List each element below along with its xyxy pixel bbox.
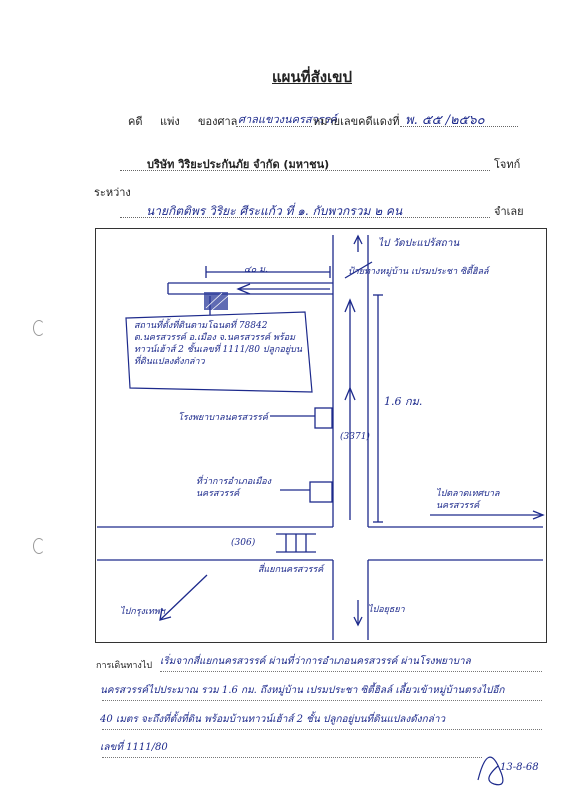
case-label: คดี	[128, 115, 143, 128]
directions-label: การเดินทางไป	[96, 661, 153, 671]
directions-rule-4	[102, 757, 482, 758]
directions-line-4: เลขที่ 1111/80	[100, 742, 168, 753]
road-306-label: (306)	[231, 538, 256, 548]
directions-rule-3	[102, 729, 542, 730]
hospital-label: โรงพยาบาลนครสวรรค์	[178, 413, 268, 423]
road-label: (3371)	[340, 432, 370, 442]
hospital-box	[314, 407, 333, 429]
to-right-label: ไปตลาดเทศบาลนครสวรรค์	[436, 489, 500, 511]
district-office-box	[309, 481, 333, 503]
court-name-line	[236, 126, 312, 127]
plaintiff-name: บริษัท วิริยะประกันภัย จำกัด (มหาชน)	[147, 158, 330, 171]
directions-rule-2	[102, 700, 542, 701]
court-label: ของศาล	[198, 115, 238, 128]
signature	[477, 756, 504, 786]
between-label: ระหว่าง	[94, 186, 131, 199]
to-left-label: ไปกรุงเทพฯ	[120, 607, 165, 617]
district-office-label: ที่ว่าการอำเภอเมืองนครสวรรค์	[196, 477, 272, 499]
punch-hole	[33, 538, 45, 554]
defendant-name: นายกิตติพร วิริยะ ศีระแก้ว ที่ ๑. กับพวก…	[146, 204, 403, 218]
court-name: ศาลแขวงนครสวรรค์	[238, 113, 337, 126]
directions-line-1: เริ่มจากสี่แยกนครสวรรค์ ผ่านที่ว่าการอำเ…	[160, 656, 471, 667]
directions-line-2: นครสวรรค์ไปประมาณ รวม 1.6 กม. ถึงหมู่บ้า…	[100, 685, 505, 696]
distance-long: 1.6 กม.	[384, 395, 423, 408]
junction-note: ป้ายทางหมู่บ้าน เปรมประชา ซิตี้ฮิลล์	[348, 267, 489, 277]
civil-label: แพ่ง	[160, 115, 180, 128]
directions-line-3: 40 เมตร จะถึงที่ตั้งที่ดิน พร้อมบ้านทาวน…	[100, 714, 446, 725]
property-plot	[204, 292, 228, 310]
directions-rule-1	[160, 671, 542, 672]
property-note-box	[125, 311, 313, 393]
signature-date: 13-8-68	[500, 762, 539, 773]
defendant-line	[120, 217, 490, 218]
case-number: พ. ๕๕ /๒๕๖๐	[405, 113, 485, 128]
plaintiff-line	[120, 170, 490, 171]
bridge-label: สี่แยกนครสวรรค์	[258, 565, 324, 575]
property-note: สถานที่ตั้งที่ดินตามโฉนดที่ 78842 ต.นครส…	[134, 321, 303, 367]
black-no-label: หมายเลขคดีแดงที่	[313, 115, 400, 128]
case-number-line	[400, 126, 518, 127]
defendant-role: จำเลย	[494, 205, 524, 218]
distance-small: ๔๐ ม.	[244, 265, 268, 275]
plaintiff-role: โจทก์	[494, 158, 521, 171]
to-bottom-label: ไปอยุธยา	[368, 605, 405, 615]
page-title: แผนที่สังเขป	[272, 68, 352, 86]
to-top-label: ไป วัดปะแปร้สถาน	[378, 238, 460, 249]
map-frame	[95, 228, 547, 643]
punch-hole	[33, 320, 45, 336]
